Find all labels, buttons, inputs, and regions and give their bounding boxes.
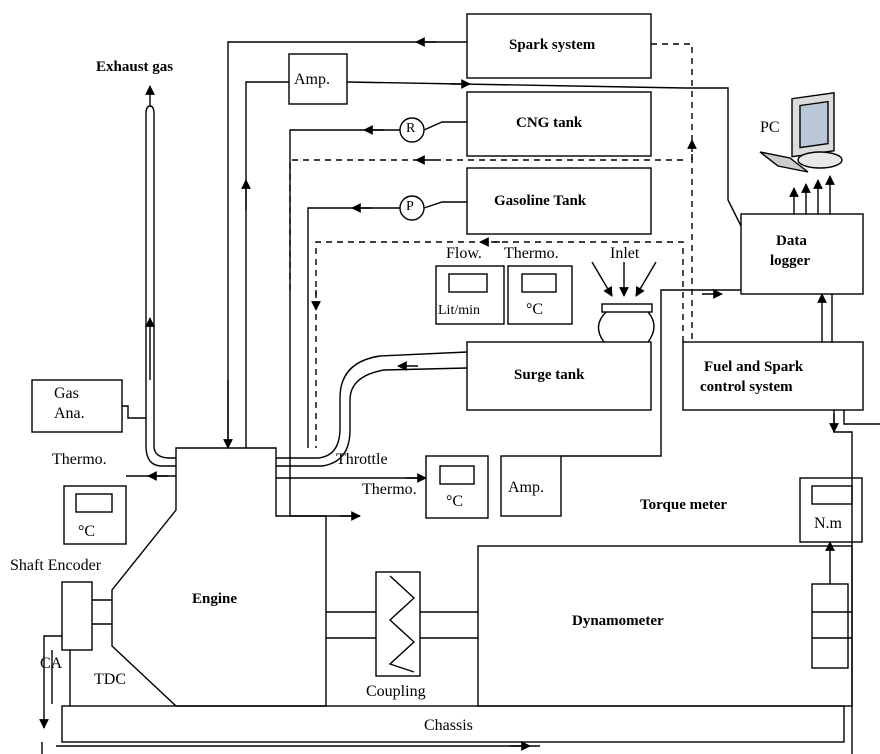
label-fuel-spark-1: Fuel and Spark: [704, 359, 804, 375]
thermo-inlet-display: [507, 265, 573, 325]
label-shaft-encoder: Shaft Encoder: [10, 557, 102, 574]
intake-runner: [276, 351, 468, 459]
pc-icon: [759, 91, 843, 173]
surge-tank-box: [466, 341, 652, 411]
label-spark-system: Spark system: [509, 37, 596, 53]
label-cng-tank: CNG tank: [516, 115, 583, 131]
exhaust-pipe: [145, 105, 176, 467]
label-coupling: Coupling: [366, 683, 426, 700]
spark-line: [227, 41, 467, 448]
chassis-box: [61, 705, 845, 743]
label-tdc: TDC: [94, 671, 126, 688]
gasoline-line: [307, 207, 400, 448]
label-thermo-left: Thermo.: [52, 451, 107, 468]
label-amp-mid: Amp.: [508, 479, 544, 496]
label-lit-min: Lit/min: [438, 303, 480, 318]
data-logger-box: [740, 213, 864, 295]
torque-meter-sensor: [811, 583, 849, 669]
coupling-box: [375, 571, 421, 677]
fuel-spark-control-box: [682, 341, 864, 411]
amp-top-box: [288, 53, 348, 105]
label-gasoline-tank: Gasoline Tank: [494, 193, 587, 209]
amp-mid-box: [500, 455, 562, 517]
label-fuel-spark-2: control system: [700, 379, 793, 395]
shaft-encoder-box: [61, 581, 93, 651]
thermo-mid-display: [425, 455, 489, 519]
label-deg-c-mid: °C: [446, 493, 464, 510]
label-inlet: Inlet: [610, 245, 640, 262]
label-amp-top: Amp.: [294, 71, 330, 88]
cng-line: [289, 129, 400, 448]
label-regulator: R: [406, 121, 416, 136]
label-gas-ana-1: Gas: [54, 385, 79, 402]
label-exhaust-gas: Exhaust gas: [96, 59, 174, 75]
gasoline-tank-box: [466, 167, 652, 235]
label-pump: P: [406, 199, 414, 214]
label-thermo-inlet: Thermo.: [504, 245, 559, 262]
dynamometer-box: [477, 545, 853, 707]
label-ca: CA: [40, 655, 63, 672]
spark-system-box: [466, 13, 652, 79]
inlet-nozzle: [601, 303, 653, 313]
label-gas-ana-2: Ana.: [54, 405, 85, 422]
label-throttle: Throttle: [336, 451, 388, 468]
label-chassis: Chassis: [424, 717, 473, 734]
label-deg-c-left: °C: [78, 523, 96, 540]
label-pc: PC: [760, 119, 780, 136]
label-dynamometer: Dynamometer: [572, 613, 664, 629]
engine-block: [111, 447, 327, 707]
label-flow: Flow.: [446, 245, 482, 262]
label-surge-tank: Surge tank: [514, 367, 585, 383]
label-nm: N.m: [814, 515, 842, 532]
label-data-logger-2: logger: [770, 253, 810, 269]
label-deg-c-inlet: °C: [526, 301, 544, 318]
label-engine: Engine: [192, 591, 238, 607]
label-torque-meter: Torque meter: [640, 497, 728, 513]
flow-meter-display: [435, 265, 505, 325]
coupling-spring: [388, 575, 416, 673]
thermo-left-display: [63, 485, 127, 545]
label-thermo-mid: Thermo.: [362, 481, 417, 498]
cng-tank-box: [466, 91, 652, 157]
label-data-logger-1: Data: [776, 233, 807, 249]
